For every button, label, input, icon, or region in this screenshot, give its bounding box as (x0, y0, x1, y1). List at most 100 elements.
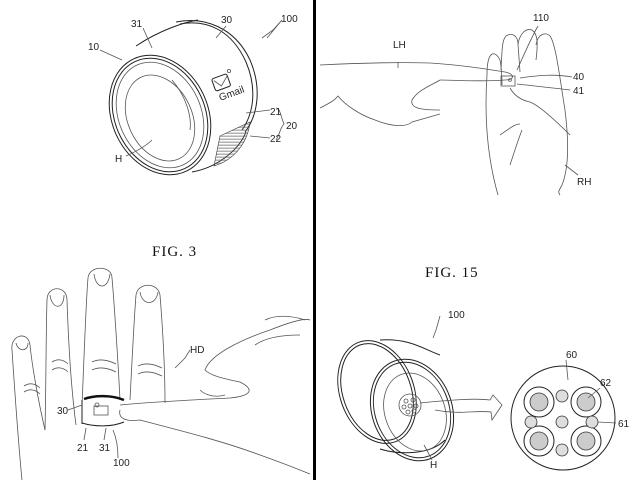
gmail-icon: Gmail (211, 69, 246, 104)
label-31-hand: 31 (99, 443, 111, 454)
ring15-sensor-dots (401, 397, 419, 415)
large-sensor-elements (523, 386, 602, 457)
small-sensor-elements (524, 389, 599, 457)
ring15-back-2 (340, 343, 414, 441)
ring-bottom-band (81, 421, 125, 427)
leader-30 (215, 25, 227, 39)
ring-sensor-40 (500, 75, 516, 87)
leader-41 (516, 83, 571, 91)
label-20: 20 (286, 121, 298, 132)
ring15-top (379, 339, 441, 356)
ring-far-rim (175, 20, 258, 133)
fig15-caption: FIG. 15 (425, 265, 479, 281)
touching-hand-lower (119, 409, 311, 475)
touching-hand-thumb (199, 389, 226, 397)
crease-ring (51, 359, 69, 373)
label-100-hand: 100 (113, 458, 130, 469)
finger-middle (81, 267, 121, 406)
label-60: 60 (566, 350, 578, 361)
label-10: 10 (88, 42, 100, 53)
right-hand-thumb (509, 87, 571, 136)
ring-sensor-dot (508, 78, 512, 82)
label-H-fig15: H (430, 460, 437, 471)
leader-H (125, 139, 153, 157)
ring-display-icon (93, 405, 109, 416)
crease-middle (91, 359, 117, 373)
sensor-strip-hatch (213, 121, 251, 167)
touching-hand-upper (119, 319, 311, 406)
zoom-arrow (419, 394, 503, 422)
touching-hand-crease (254, 334, 301, 346)
label-100-fig15: 100 (448, 310, 465, 321)
nail-index (139, 291, 159, 303)
label-31: 31 (131, 19, 143, 30)
leader-100 (261, 19, 283, 39)
leader-62 (587, 387, 601, 399)
label-LH: LH (393, 40, 406, 51)
leader-31 (142, 27, 153, 49)
label-62: 62 (600, 378, 612, 389)
ring-display-dot (94, 402, 100, 408)
leader-HD (174, 349, 191, 369)
ring-hole (124, 74, 196, 162)
label-HD: HD (190, 345, 204, 356)
nail-pinky (15, 342, 29, 351)
leader-110 (516, 25, 539, 71)
ring15-front (369, 358, 455, 462)
label-100: 100 (281, 14, 298, 25)
leader-21-hand (83, 427, 87, 441)
label-RH: RH (577, 177, 591, 188)
ring-front-rim (115, 61, 205, 169)
label-110: 110 (533, 13, 549, 24)
crease-index (137, 363, 163, 377)
leader-RH (564, 164, 579, 176)
finger-index (129, 284, 166, 404)
left-hand-thumb (411, 79, 441, 111)
label-61: 61 (618, 419, 630, 430)
panel-divider (313, 0, 316, 480)
gesture-drawing: LH 110 40 41 RH (319, 13, 591, 196)
hand-with-ring-drawing: HD 30 21 31 100 (11, 267, 311, 480)
ring-perspective-drawing: Gmail 10 31 30 100 21 20 22 H (88, 14, 298, 176)
leader-100-hand (112, 429, 119, 459)
left-hand-lower (319, 95, 441, 126)
leader-10 (99, 49, 123, 61)
leader-30-hand (67, 404, 83, 411)
ring15-front-2 (372, 361, 452, 459)
ring-top-band (83, 394, 125, 402)
nail-middle (93, 273, 111, 287)
finger-pinky (11, 335, 46, 480)
label-21-hand: 21 (77, 443, 89, 454)
right-hand-palm-lines (499, 123, 523, 166)
label-21: 21 (270, 107, 282, 118)
leader-H-fig15 (423, 444, 433, 461)
right-hand-finger-3 (535, 33, 569, 196)
touching-hand-knuckle (264, 315, 306, 321)
right-hand-finger-1 (500, 34, 521, 73)
leader-31-hand (103, 427, 107, 441)
label-40: 40 (573, 72, 585, 83)
sensor-module-60 (510, 365, 616, 471)
leader-21 (245, 109, 271, 114)
label-H: H (115, 154, 122, 165)
label-30: 30 (221, 15, 233, 26)
ring-hole-inner-curve (171, 79, 191, 131)
ring-front-outer (108, 54, 212, 176)
crease-pinky (23, 383, 41, 395)
ring15-sensor-cluster (398, 393, 422, 417)
right-hand-finger-2 (517, 29, 538, 61)
gmail-icon-text: Gmail (218, 84, 246, 103)
nail-ring (49, 294, 65, 307)
left-hand-index (319, 62, 513, 82)
ring-far-rim-inner (179, 22, 254, 131)
label-22: 22 (270, 134, 282, 145)
finger-ring (44, 288, 77, 431)
leader-40 (519, 74, 573, 79)
ring-sensor-drawing: 100 H 60 62 61 (337, 310, 630, 471)
ring-front-outer-2 (111, 57, 209, 173)
fig3-caption: FIG. 3 (152, 244, 197, 260)
right-hand-left-edge (485, 53, 503, 196)
ring15-back (337, 340, 417, 444)
leader-61 (597, 421, 617, 424)
